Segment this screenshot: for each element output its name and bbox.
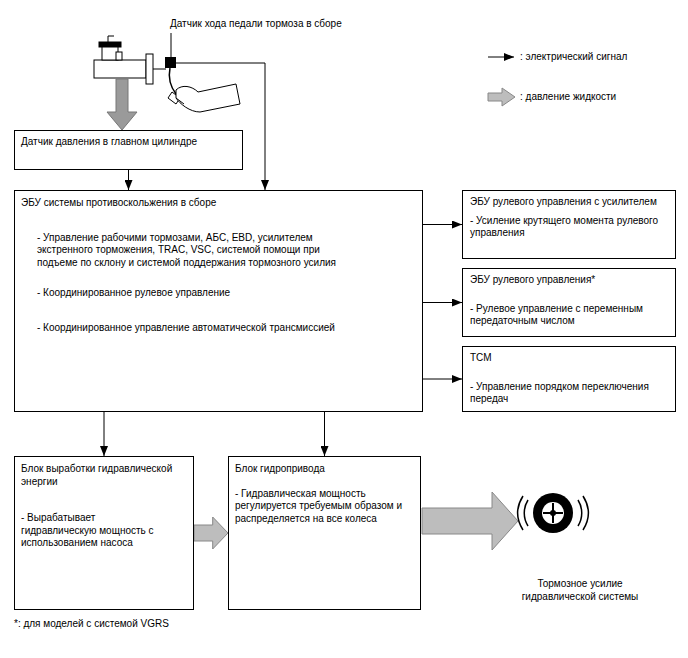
signal-arrow bbox=[423, 379, 462, 380]
node-heading: ЭБУ рулевого управления с усилителем bbox=[470, 196, 668, 209]
legend-text: : давление жидкости bbox=[520, 91, 616, 104]
wheel-icon bbox=[518, 493, 589, 533]
master-cylinder bbox=[94, 36, 166, 84]
node-text: - Рулевое управление с переменным переда… bbox=[470, 303, 668, 328]
pedal-stroke-sensor bbox=[165, 57, 176, 68]
process-box: ЭБУ рулевого управления* - Рулевое управл… bbox=[462, 268, 676, 337]
node-heading: Блок выработки гидравлической энергии bbox=[21, 463, 187, 488]
fluid-arrow bbox=[107, 79, 137, 130]
node-text: - Вырабатывает гидравлическую мощность с… bbox=[21, 512, 161, 550]
legend-text: : электрический сигнал bbox=[520, 51, 627, 64]
process-box: Датчик давления в главном цилиндре bbox=[14, 130, 243, 170]
signal-arrow bbox=[324, 412, 325, 456]
process-box: Блок выработки гидравлической энергии - В… bbox=[14, 456, 194, 610]
fluid-arrow bbox=[422, 492, 518, 550]
node-heading: Датчик давления в главном цилиндре bbox=[21, 136, 236, 149]
node-text: - Координированное рулевое управление bbox=[21, 287, 352, 300]
fluid-pressure-arrow bbox=[194, 517, 228, 549]
node-text: - Управление порядком переключения перед… bbox=[470, 381, 668, 406]
node-heading: ЭБУ рулевого управления* bbox=[470, 274, 668, 287]
signal-arrow bbox=[104, 412, 105, 456]
node-text: - Координированное управление автоматиче… bbox=[21, 322, 352, 335]
signal-arrow bbox=[423, 224, 462, 225]
leader-line bbox=[171, 33, 172, 57]
node-heading: Блок гидропривода bbox=[235, 463, 414, 476]
legend-electric-sample bbox=[488, 57, 514, 58]
foot bbox=[176, 84, 240, 112]
process-box: ЭБУ рулевого управления с усилителем - Ус… bbox=[462, 190, 676, 259]
process-box: ЭБУ системы противоскольжения в сборе - У… bbox=[14, 190, 423, 412]
signal-wire bbox=[176, 63, 265, 190]
node-text: - Гидравлическая мощность регулируется т… bbox=[235, 488, 410, 526]
process-box: Блок гидропривода - Гидравлическая мощнос… bbox=[228, 456, 421, 610]
process-box: TCM - Управление порядком переключения пе… bbox=[462, 346, 676, 412]
node-heading: ЭБУ системы противоскольжения в сборе bbox=[21, 197, 416, 210]
legend-fluid-sample bbox=[488, 88, 515, 106]
node-heading: TCM bbox=[470, 352, 668, 365]
text-label: Датчик хода педали тормоза в сборе bbox=[170, 18, 370, 31]
signal-arrow bbox=[423, 302, 462, 303]
text-label: Тормозное усилие гидравлической системы bbox=[505, 578, 655, 603]
signal-arrow bbox=[128, 170, 129, 190]
text-label: *: для моделей с системой VGRS bbox=[14, 618, 314, 631]
node-text: - Управление рабочими тормозами, АБС, EB… bbox=[21, 232, 352, 270]
node-text: - Усиление крутящего момента рулевого уп… bbox=[470, 215, 668, 240]
